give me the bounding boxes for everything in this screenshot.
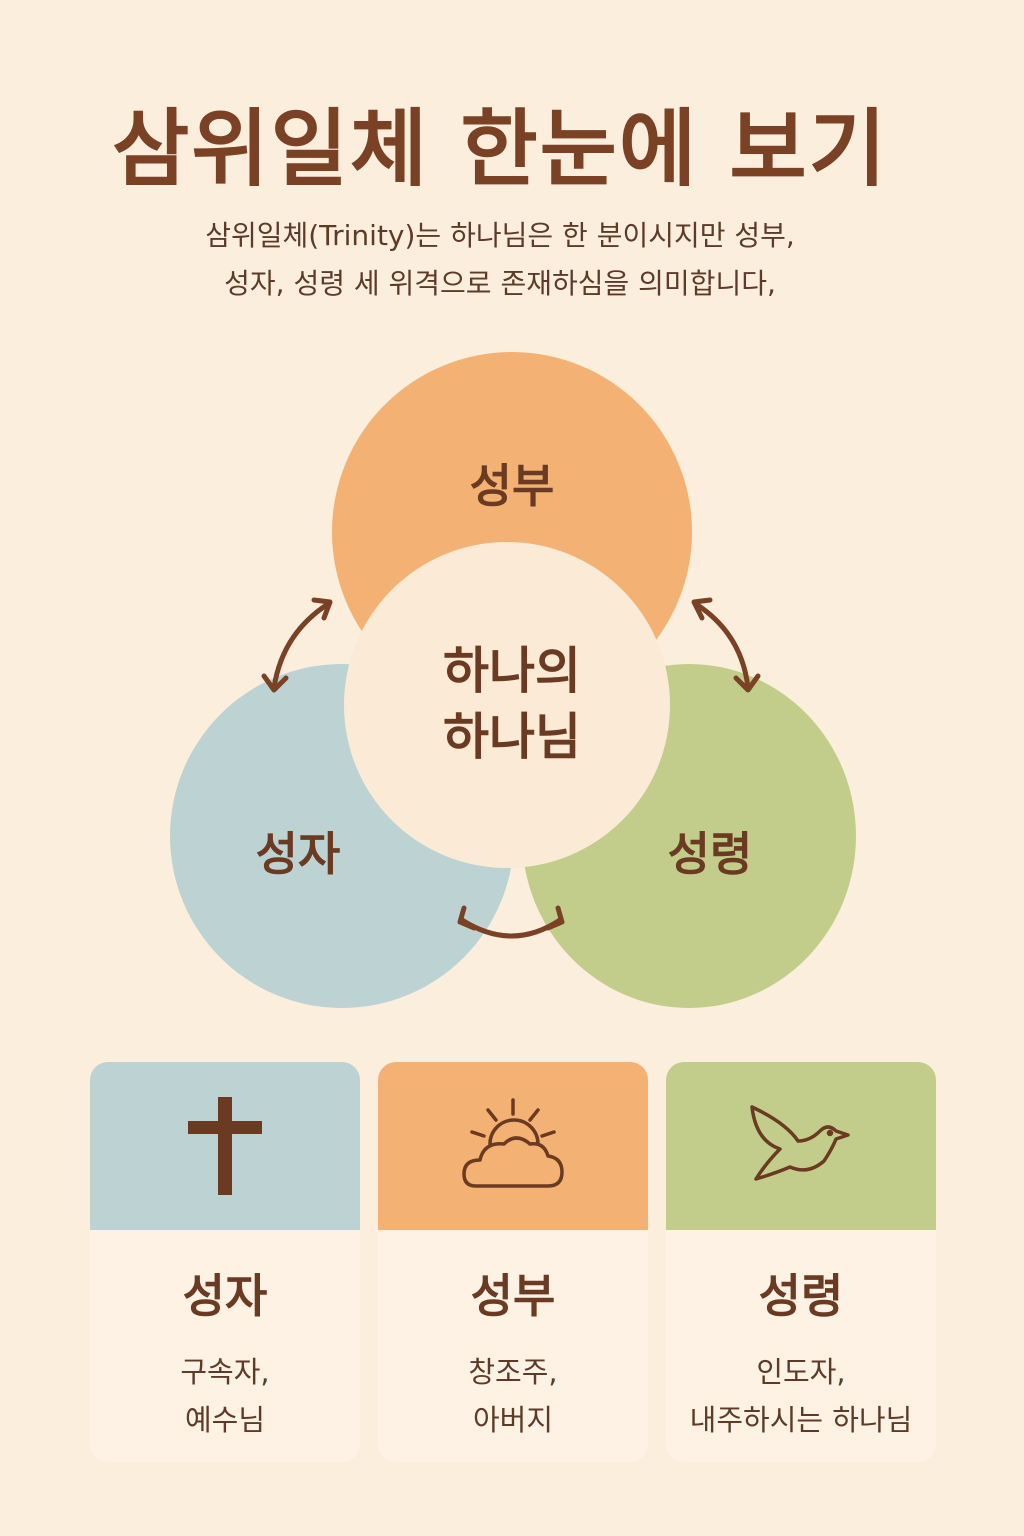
card-father-desc-line-1: 창조주, [468,1355,558,1389]
card-spirit-desc-line-2: 내주하시는 하나님 [689,1403,913,1437]
card-son-title: 성자 [182,1269,268,1323]
card-spirit-desc-line-1: 인도자, [756,1355,846,1389]
card-spirit-desc: 인도자, 내주하시는 하나님 [666,1348,936,1444]
card-father-desc-line-2: 아버지 [472,1403,554,1437]
arrow-father-spirit [691,597,761,693]
center-label-line-2: 하나님 [443,708,581,766]
page-subtitle: 삼위일체(Trinity)는 하나님은 한 분이시지만 성부, 성자, 성령 세… [140,212,860,308]
father-label: 성부 [469,459,555,513]
page-title: 삼위일체 한눈에 보기 [111,100,888,198]
cross-icon [188,1097,262,1195]
center-circle [344,542,670,868]
card-spirit-header [666,1062,936,1230]
card-son: 성자 구속자, 예수님 [90,1062,360,1462]
card-father-header [378,1062,648,1230]
spirit-label: 성령 [667,827,753,881]
subtitle-line-2: 성자, 성령 세 위격으로 존재하심을 의미합니다, [224,267,776,300]
card-son-header [90,1062,360,1230]
center-label-line-1: 하나의 [443,642,581,700]
card-spirit: 성령 인도자, 내주하시는 하나님 [666,1062,936,1462]
trinity-diagram: 성부 성자 성령 하나의 하나님 [0,330,1024,1030]
relationship-arrows [261,597,761,939]
arrow-son-spirit [457,905,565,939]
card-spirit-title: 성령 [758,1269,844,1323]
subtitle-line-1: 삼위일체(Trinity)는 하나님은 한 분이시지만 성부, [205,219,795,252]
sun-cloud-icon [462,1098,564,1188]
card-son-desc: 구속자, 예수님 [90,1348,360,1444]
center-label: 하나의 하나님 [362,638,662,770]
card-father: 성부 창조주, 아버지 [378,1062,648,1462]
card-father-desc: 창조주, 아버지 [378,1348,648,1444]
dove-icon [750,1105,850,1181]
arrow-father-son [261,597,333,693]
card-son-desc-line-2: 예수님 [184,1403,266,1437]
persons-cards: 성자 구속자, 예수님 성부 창조주, 아버지 [88,1062,936,1462]
card-father-title: 성부 [470,1269,556,1323]
card-son-desc-line-1: 구속자, [180,1355,270,1389]
son-label: 성자 [255,827,341,881]
